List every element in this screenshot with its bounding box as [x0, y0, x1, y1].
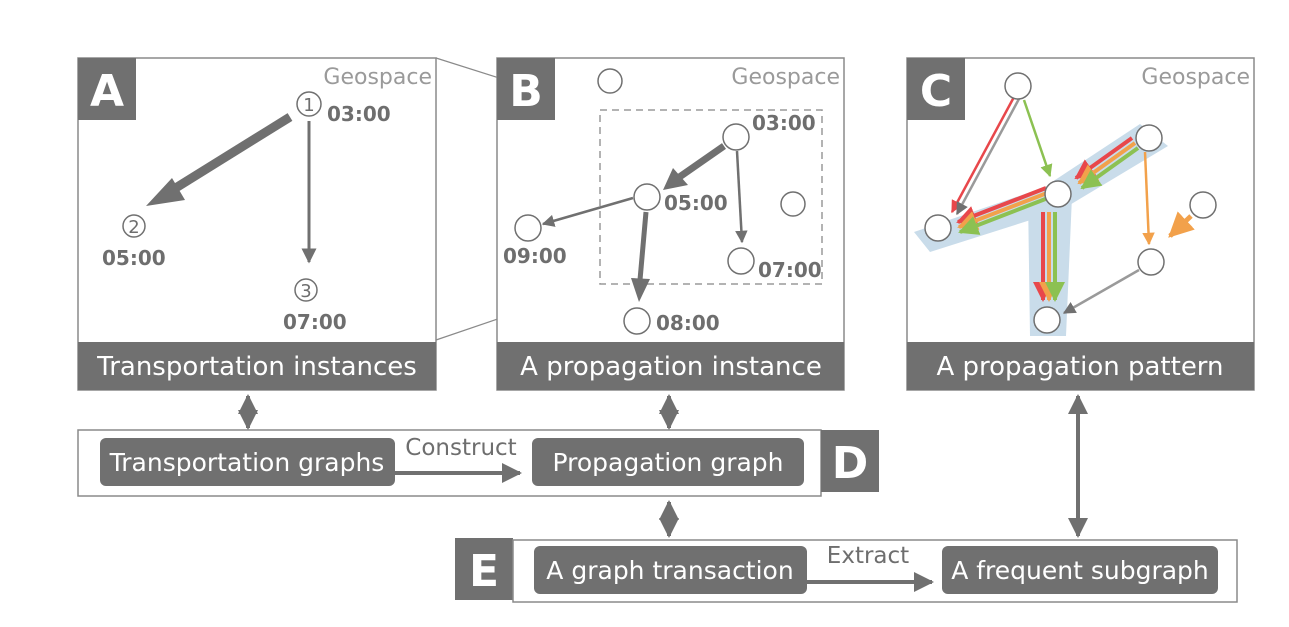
panel-c-caption: A propagation pattern [936, 352, 1223, 382]
row-d: Transportation graphs Construct Propagat… [77, 429, 879, 497]
node-b-0300-time: 03:00 [752, 111, 816, 135]
node-b-0700 [727, 247, 755, 275]
node-b-0900 [514, 214, 542, 242]
node-b-0700-time: 07:00 [758, 258, 822, 282]
panel-a-geospace-label: Geospace [323, 65, 432, 90]
row-e: E A graph transaction Extract A frequent… [455, 538, 1238, 603]
edge-c-top-center-green [1022, 99, 1053, 178]
graph-transaction-label: A graph transaction [546, 556, 793, 585]
panel-b-geospace-label: Geospace [731, 65, 840, 90]
node-1-number: 1 [303, 95, 314, 116]
edge-c-right-orange [1142, 151, 1155, 246]
propagation-graph-label: Propagation graph [552, 448, 783, 477]
panel-c-letter-box [907, 58, 965, 120]
node-b-isolated-2 [780, 191, 806, 217]
frequent-subgraph-box [942, 546, 1218, 594]
panel-b: B Geospace 03:00 05:00 09:00 07:00 08:00… [496, 57, 845, 391]
node-1-time: 03:00 [327, 102, 391, 126]
node-2 [122, 214, 146, 238]
panel-c: C Geospace A propagation [906, 57, 1255, 391]
panel-a-letter-box [78, 58, 136, 120]
node-2-number: 2 [128, 217, 139, 238]
node-c-right [1135, 124, 1163, 152]
edge-c-top-left-red [950, 96, 1016, 214]
panel-b-caption-bar [497, 342, 844, 390]
construct-label: Construct [405, 435, 516, 461]
panel-a-letter: A [90, 66, 124, 117]
edge-c-right-center-green [1080, 146, 1140, 190]
transportation-graphs-box [100, 438, 395, 486]
edge-b-0300-0500-arrowhead [663, 168, 688, 190]
row-e-letter: E [469, 546, 499, 597]
panel-a: A Geospace 1 03:00 2 05:00 3 07:00 Trans… [77, 57, 437, 391]
node-b-0300 [722, 123, 750, 151]
frequent-subgraph-label: A frequent subgraph [951, 556, 1209, 585]
node-1 [296, 91, 322, 117]
panel-c-caption-bar [907, 342, 1254, 390]
node-3-time: 07:00 [283, 310, 347, 334]
node-b-0500 [633, 183, 661, 211]
transportation-graphs-label: Transportation graphs [109, 448, 385, 477]
edge-1-2 [163, 113, 293, 198]
edge-c-top-left-gray [955, 96, 1022, 216]
extract-label: Extract [827, 543, 909, 569]
edge-c-center-left-green [958, 196, 1049, 235]
row-d-letter: D [832, 438, 869, 489]
panel-c-geospace-label: Geospace [1141, 65, 1250, 90]
zoom-region [599, 109, 823, 285]
node-c-center [1044, 180, 1072, 208]
edge-b-0500-0800-arrowhead [631, 278, 650, 302]
graph-transaction-box [534, 546, 807, 594]
panel-c-letter: C [920, 66, 952, 117]
node-c-bottom [1033, 306, 1061, 334]
edge-b-0300-0700 [735, 150, 748, 244]
node-b-0900-time: 09:00 [503, 244, 567, 268]
row-e-letter-box [455, 538, 513, 600]
node-b-0800-time: 08:00 [656, 311, 720, 335]
propagation-graph-box [532, 438, 804, 486]
edge-b-0500-0800 [637, 211, 649, 281]
node-c-top [1004, 72, 1032, 100]
panel-a-caption-bar [78, 342, 436, 390]
edge-b-0500-0900 [541, 196, 634, 227]
panel-b-letter: B [509, 66, 543, 117]
edge-c-right-bottom-gray [1062, 268, 1140, 315]
edge-1-2-arrowhead [146, 178, 185, 206]
node-3-number: 3 [300, 281, 311, 302]
row-d-letter-box [821, 430, 879, 492]
node-b-0500-time: 05:00 [664, 191, 728, 215]
node-3 [294, 278, 318, 302]
node-c-lower-right [1137, 248, 1165, 276]
node-c-left [924, 214, 952, 242]
panel-a-caption: Transportation instances [96, 352, 417, 382]
edge-c-far-right-orange [1168, 211, 1195, 238]
panel-b-letter-box [497, 58, 555, 120]
edge-b-0300-0500 [676, 143, 726, 181]
node-2-time: 05:00 [102, 246, 166, 270]
node-b-0800 [623, 307, 651, 335]
node-c-far-right [1189, 191, 1217, 219]
panel-b-caption: A propagation instance [520, 352, 822, 382]
node-b-isolated-1 [597, 68, 623, 94]
